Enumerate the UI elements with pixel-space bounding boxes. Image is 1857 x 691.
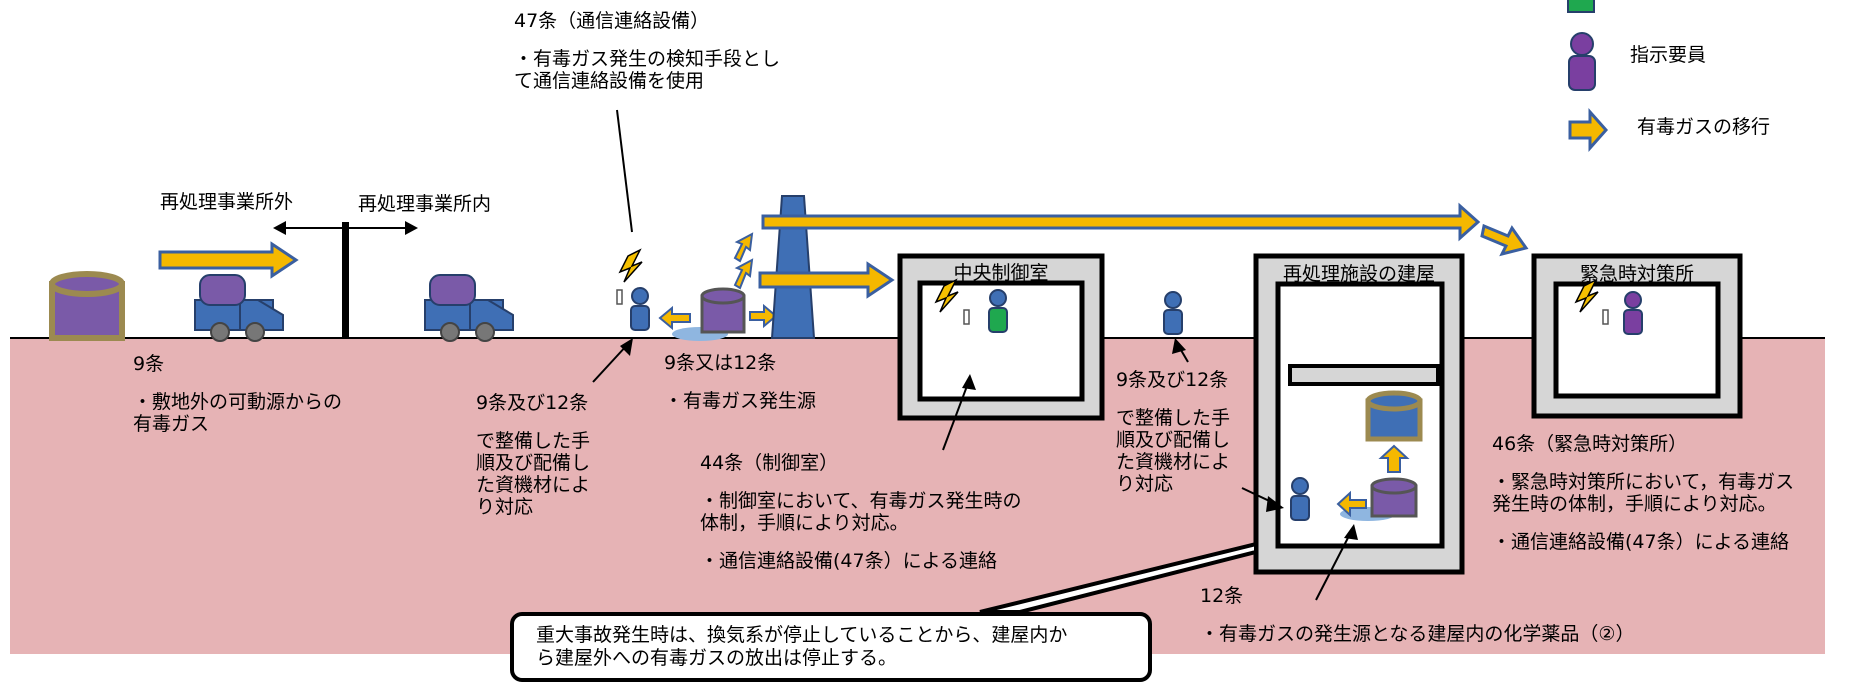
legend-gas-arrow-icon xyxy=(1568,108,1609,152)
art9-12-left-line-4: り対応 xyxy=(476,496,534,518)
art9-line-1: ・敷地外の可動源からの xyxy=(133,391,343,413)
control-room-building xyxy=(897,253,1105,421)
lightning-icon-emergency xyxy=(1574,278,1609,325)
gas-arrow-to-control xyxy=(758,261,895,299)
art47-title: 47条（通信連絡設備） xyxy=(514,10,710,32)
art9-12-right-line-2: 順及び配備し xyxy=(1116,429,1231,451)
gas-arrow-offsite xyxy=(158,241,299,279)
art9-title: 9条 xyxy=(133,353,165,375)
emergency-center-building xyxy=(1531,253,1743,419)
art9-12-left-line-1: で整備した手 xyxy=(476,430,591,452)
severe-accident-callout: 重大事故発生時は、換気系が停止していることから、建屋内か ら建屋外への有毒ガスの… xyxy=(510,612,1152,682)
control-room-title: 中央制御室 xyxy=(953,262,1049,284)
art44-title: 44条（制御室） xyxy=(700,452,839,474)
exhaust-stack-icon xyxy=(770,195,816,339)
art46-line-3: ・通信連絡設備(47条）による連絡 xyxy=(1492,531,1790,553)
emergency-title: 緊急時対策所 xyxy=(1579,263,1694,285)
art9-line-2: 有毒ガス xyxy=(133,413,210,435)
art44-line-3: ・通信連絡設備(47条）による連絡 xyxy=(700,550,998,572)
emergency-instructor-icon xyxy=(1623,291,1643,335)
art9-12-right-line-3: た資機材によ xyxy=(1116,451,1231,473)
reprocessing-building xyxy=(1253,253,1465,575)
control-room-operator-icon xyxy=(988,289,1008,333)
legend-instructor-icon xyxy=(1568,32,1596,91)
art9-12-right-line-4: り対応 xyxy=(1116,473,1174,495)
art44-line-1: ・制御室において、有毒ガス発生時の xyxy=(700,490,1022,512)
gas-arrow-to-emergency xyxy=(1480,223,1529,257)
gas-arrow-to-building-worker xyxy=(1336,490,1367,518)
lightning-icon-control xyxy=(934,278,970,325)
legend-partial-icon xyxy=(1567,0,1595,13)
art9-12-left-title: 9条及び12条 xyxy=(476,392,589,414)
truck-icon-inside xyxy=(424,274,514,342)
callout-line-2: ら建屋外への有毒ガスの放出は停止する。 xyxy=(536,647,898,669)
art9-12-left-line-2: 順及び配備し xyxy=(476,452,591,474)
reprocessing-title: 再処理施設の建屋 xyxy=(1282,263,1435,285)
truck-icon-outside xyxy=(194,274,284,342)
gas-arrow-rise-1 xyxy=(733,258,754,290)
art12-title: 12条 xyxy=(1200,585,1244,607)
middle-worker-icon xyxy=(1163,291,1183,335)
art9or12-title: 9条又は12条 xyxy=(664,352,777,374)
art47-line-2: て通信連絡設備を使用 xyxy=(514,70,705,92)
gas-arrow-to-worker xyxy=(658,305,691,331)
gas-arrow-up-building xyxy=(1378,444,1410,473)
art44-line-2: 体制，手順により対応。 xyxy=(700,512,909,534)
art9-12-left-line-3: た資機材によ xyxy=(476,474,591,496)
gas-arrow-stack-top xyxy=(761,202,1481,242)
art46-line-1: ・緊急時対策所において，有毒ガス xyxy=(1492,471,1795,493)
art9-12-right-line-1: で整備した手 xyxy=(1116,407,1231,429)
callout-line-1: 重大事故発生時は、換気系が停止していることから、建屋内か xyxy=(536,624,1068,646)
outdoor-worker-icon xyxy=(630,287,650,331)
building-tank-upper-icon xyxy=(1365,390,1423,442)
art9or12-line-1: ・有毒ガス発生源 xyxy=(664,390,817,412)
gas-arrow-to-stack xyxy=(749,303,778,329)
zone-inside-label: 再処理事業所内 xyxy=(358,193,492,215)
art47-line-1: ・有毒ガス発生の検知手段とし xyxy=(514,48,781,70)
gas-arrow-rise-2 xyxy=(733,232,754,263)
art9-12-right-title: 9条及び12条 xyxy=(1116,369,1229,391)
gas-source-tank-icon xyxy=(700,287,746,334)
art47-leader-line xyxy=(616,109,633,233)
zone-outside-label: 再処理事業所外 xyxy=(160,191,294,213)
offsite-tank-icon xyxy=(49,271,125,341)
art46-line-2: 発生時の体制，手順により対応。 xyxy=(1492,493,1777,515)
art9-12-leader-line xyxy=(592,343,629,383)
building-tank-lower-icon xyxy=(1370,477,1418,518)
art46-title: 46条（緊急時対策所） xyxy=(1492,433,1688,455)
art44-leader-line xyxy=(942,377,971,451)
site-boundary xyxy=(273,221,418,338)
building-worker-icon xyxy=(1290,477,1310,521)
legend-instructor-label: 指示要員 xyxy=(1630,44,1707,66)
legend-gas-label: 有毒ガスの移行 xyxy=(1637,116,1771,138)
lightning-icon-outdoor xyxy=(616,248,643,305)
art12-line-1: ・有毒ガスの発生源となる建屋内の化学薬品（②） xyxy=(1200,623,1635,645)
